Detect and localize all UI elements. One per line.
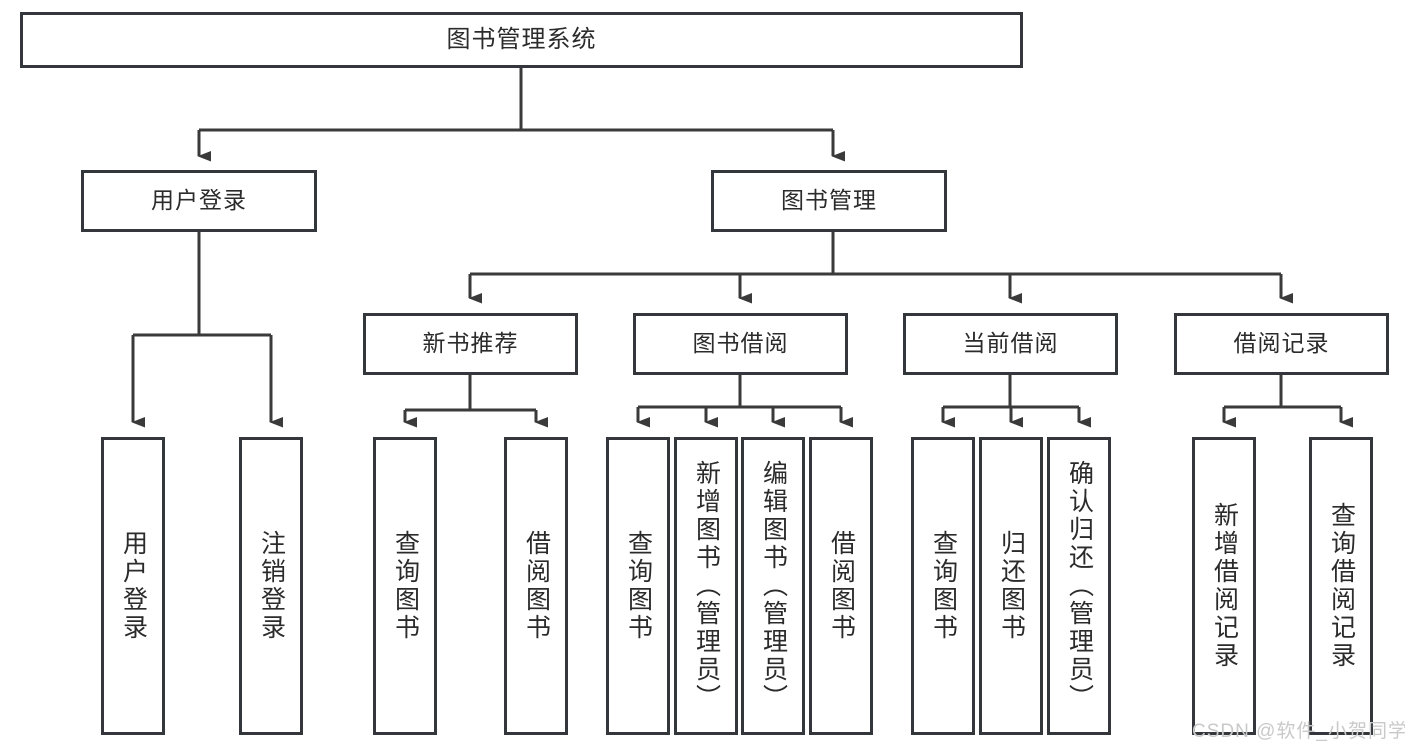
leaf-borrow-query-book[interactable]: 查询图书 — [606, 437, 670, 735]
node-label: 新书推荐 — [422, 330, 519, 357]
leaf-borrow-edit-book-admin[interactable]: 编辑图书（管理员） — [741, 437, 805, 735]
node-borrow-record[interactable]: 借阅记录 — [1174, 313, 1389, 375]
node-label: 用户登录 — [151, 187, 247, 214]
node-book-borrow[interactable]: 图书借阅 — [633, 313, 848, 375]
node-root-system[interactable]: 图书管理系统 — [20, 12, 1023, 68]
node-label: 新增图书（管理员） — [692, 460, 721, 712]
node-current-borrow[interactable]: 当前借阅 — [903, 313, 1118, 375]
watermark-csdn: CSDN @软件_小贺同学 — [1192, 721, 1405, 742]
node-user-login[interactable]: 用户登录 — [81, 170, 317, 232]
leaf-user-login-login[interactable]: 用户登录 — [101, 437, 165, 735]
node-label: 查询借阅记录 — [1327, 502, 1356, 670]
node-label: 借阅记录 — [1233, 330, 1330, 357]
node-label: 图书借阅 — [692, 330, 789, 357]
leaf-record-add[interactable]: 新增借阅记录 — [1192, 437, 1256, 735]
node-label: 查询图书 — [624, 530, 653, 642]
node-new-book-recommend[interactable]: 新书推荐 — [363, 313, 578, 375]
node-label: 查询图书 — [929, 530, 958, 642]
leaf-new-book-query[interactable]: 查询图书 — [373, 437, 437, 735]
leaf-current-return-book[interactable]: 归还图书 — [979, 437, 1043, 735]
leaf-borrow-borrow-book[interactable]: 借阅图书 — [809, 437, 873, 735]
leaf-borrow-add-book-admin[interactable]: 新增图书（管理员） — [674, 437, 738, 735]
node-label: 图书管理系统 — [446, 25, 597, 53]
node-label: 用户登录 — [119, 530, 148, 642]
leaf-new-book-borrow[interactable]: 借阅图书 — [504, 437, 568, 735]
node-label: 注销登录 — [257, 530, 286, 642]
node-label: 借阅图书 — [827, 530, 856, 642]
leaf-user-login-logout[interactable]: 注销登录 — [239, 437, 303, 735]
node-label: 借阅图书 — [522, 530, 551, 642]
node-label: 当前借阅 — [962, 330, 1059, 357]
leaf-current-query-book[interactable]: 查询图书 — [911, 437, 975, 735]
node-label: 新增借阅记录 — [1210, 502, 1239, 670]
leaf-current-confirm-return-admin[interactable]: 确认归还（管理员） — [1047, 437, 1111, 735]
leaf-record-query[interactable]: 查询借阅记录 — [1309, 437, 1373, 735]
node-label: 归还图书 — [997, 530, 1026, 642]
node-label: 确认归还（管理员） — [1065, 460, 1094, 712]
node-label: 查询图书 — [391, 530, 420, 642]
node-label: 编辑图书（管理员） — [759, 460, 788, 712]
node-book-management[interactable]: 图书管理 — [711, 170, 947, 232]
node-label: 图书管理 — [781, 187, 877, 214]
